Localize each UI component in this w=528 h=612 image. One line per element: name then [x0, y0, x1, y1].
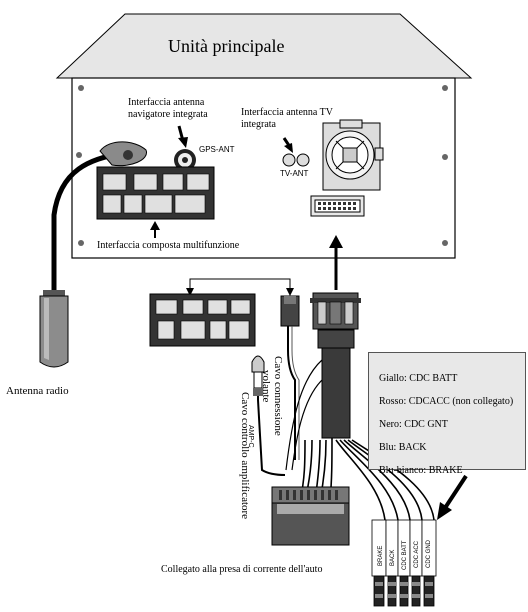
fan-block — [322, 119, 384, 191]
wire-terminals — [371, 519, 437, 607]
harness-wires — [299, 437, 435, 521]
nav-antenna-label-line2: navigatore integrata — [128, 109, 208, 120]
screw-icons — [76, 85, 448, 246]
multi-connector-external — [149, 293, 256, 347]
amp-c-label: AMP-C — [247, 425, 254, 448]
harness-plug — [310, 292, 361, 439]
nav-antenna-label-line1: Interfaccia antenna — [128, 97, 205, 108]
tv-antenna-label-line2: integrata — [241, 119, 276, 130]
radio-antenna-cable — [39, 141, 147, 368]
tv-ant-connectors — [282, 153, 310, 167]
legend-item: Giallo: CDC BATT — [379, 373, 458, 384]
tv-ant-label: TV-ANT — [280, 169, 309, 178]
wire-color-legend: Giallo: CDC BATT Rosso: CDCACC (non coll… — [368, 352, 526, 476]
wire-label-cdc-batt: CDC BATT — [402, 540, 408, 570]
gps-ant-label: GPS-ANT — [199, 145, 235, 154]
wire-label-back: BACK — [390, 549, 396, 566]
power-connector — [271, 486, 350, 546]
steering-cable-label-line1: Cavo connessione — [272, 356, 284, 436]
wire-label-cdc-acc: CDC ACC — [414, 540, 420, 568]
tv-harness-socket — [310, 195, 365, 217]
multi-socket-head — [96, 166, 215, 220]
gps-connector — [174, 149, 196, 171]
car-power-label: Collegato alla presa di corrente dell'au… — [161, 564, 323, 575]
tv-antenna-label-line1: Interfaccia antenna TV — [241, 107, 333, 118]
multi-interface-label: Interfaccia composta multifunzione — [97, 240, 240, 251]
steering-cable-label-line2: volante — [260, 370, 272, 403]
arrow-tv — [282, 137, 293, 153]
head-unit-title: Unità principale — [168, 36, 285, 56]
steering-connector — [280, 295, 300, 460]
arrow-legend — [437, 474, 468, 520]
legend-item: Blu-bianco: BRAKE — [379, 465, 463, 476]
arrow-gps — [177, 125, 188, 148]
legend-item: Blu: BACK — [379, 442, 427, 453]
arrow-multi — [150, 221, 160, 238]
legend-item: Rosso: CDCACC (non collegato) — [379, 396, 514, 407]
amp-cable-label: Cavo controllo amplificatore — [239, 392, 251, 520]
arrow-multi-link — [186, 278, 294, 296]
wire-label-cdc-gnd: CDC GND — [426, 540, 432, 568]
amp-cable — [251, 355, 286, 476]
legend-item: Nero: CDC GNT — [379, 419, 448, 430]
antenna-radio-label: Antenna radio — [6, 385, 69, 397]
head-unit-top — [55, 13, 473, 79]
harness-left-wires — [285, 359, 323, 471]
arrow-harness-up — [329, 235, 343, 290]
wire-label-brake: BRAKE — [378, 545, 384, 566]
